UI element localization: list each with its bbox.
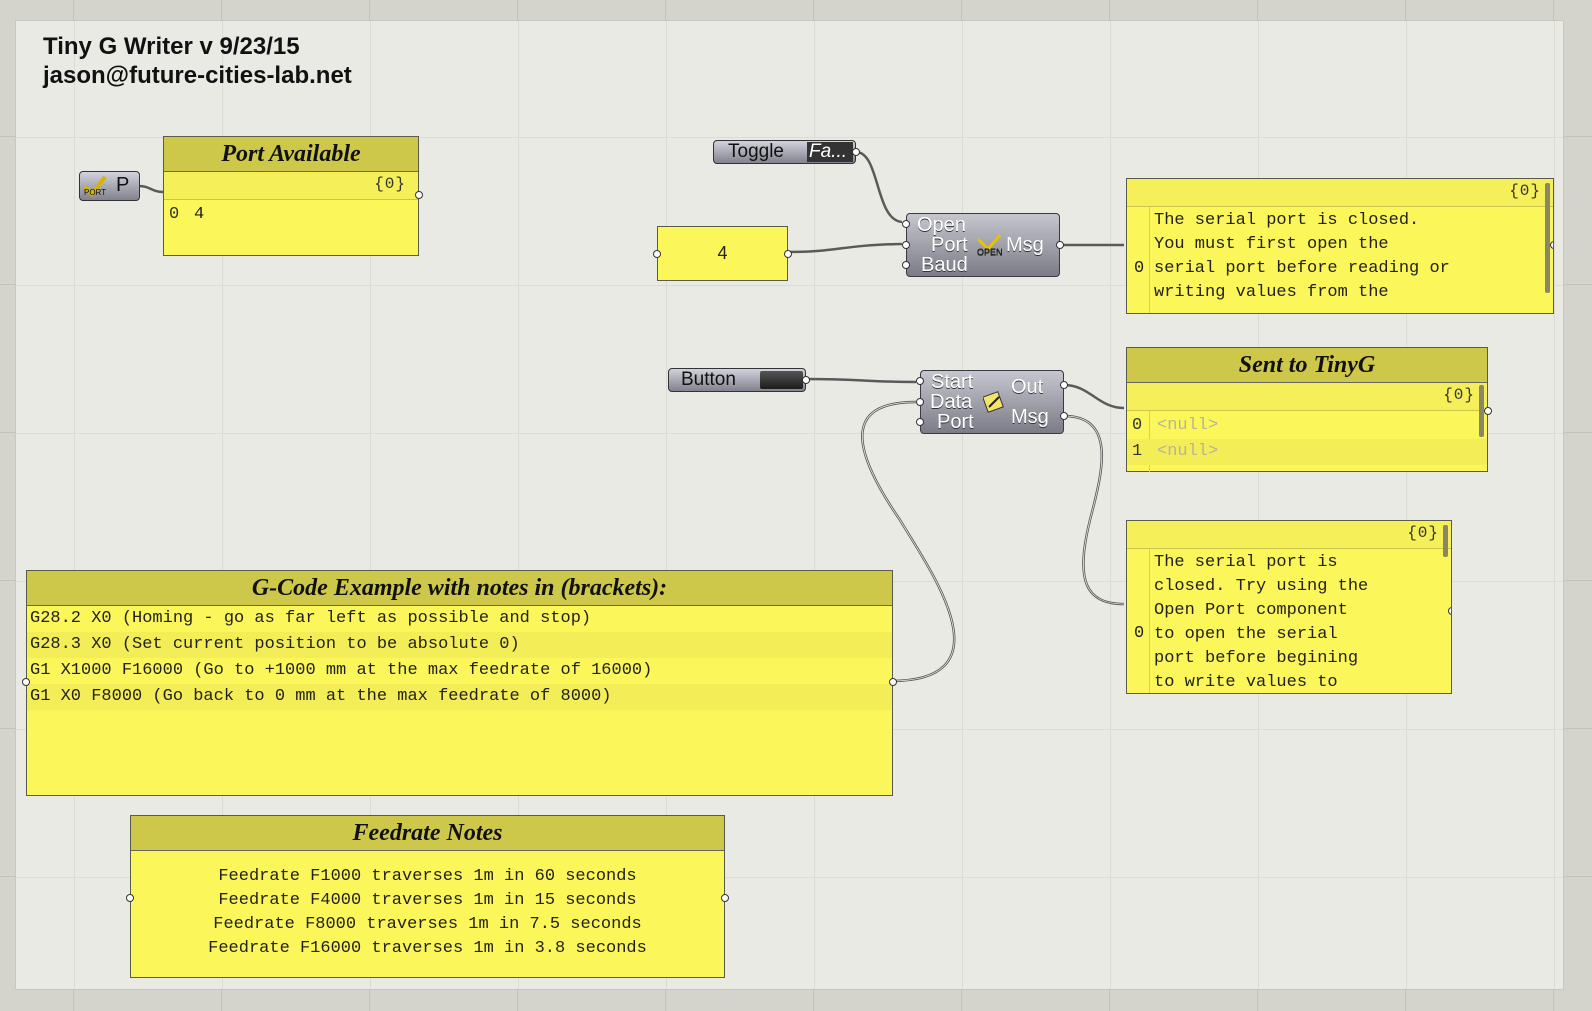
number-panel[interactable]: 4 — [653, 226, 792, 281]
open-input-open: Open — [917, 214, 966, 236]
port-available-header: Port Available — [164, 137, 418, 172]
sent-row: 0 <null> — [1132, 416, 1219, 435]
port-available-path: {0} — [164, 172, 418, 200]
open-msg-scrollbar[interactable] — [1545, 183, 1550, 293]
gcode-line: G1 X0 F8000 (Go back to 0 mm at the max … — [27, 684, 892, 710]
title-line-1: Tiny G Writer v 9/23/15 — [43, 33, 300, 60]
toggle-output[interactable] — [852, 148, 860, 156]
writer-in-1[interactable] — [916, 398, 924, 406]
svg-text:PORT: PORT — [84, 188, 106, 197]
gcode-line: G28.2 X0 (Homing - go as far left as pos… — [30, 609, 592, 628]
sent-path: {0} — [1127, 383, 1487, 411]
wire-button-to-start — [805, 377, 917, 384]
open-input-port: Port — [931, 234, 968, 256]
open-msg-panel[interactable]: {0} 0 The serial port is closed. You mus… — [1126, 178, 1554, 314]
open-output-msg: Msg — [1006, 234, 1044, 256]
sent-header: Sent to TinyG — [1127, 348, 1487, 383]
gcode-header: G-Code Example with notes in (brackets): — [27, 571, 892, 606]
feedrate-input[interactable] — [126, 894, 134, 902]
writer-input-start: Start — [931, 371, 974, 393]
writer-msg-path: {0} — [1127, 521, 1451, 549]
write-icon — [982, 391, 1005, 413]
writer-msg-text: The serial port is closed. Try using the… — [1154, 553, 1369, 692]
feedrate-output[interactable] — [721, 894, 729, 902]
number-input-port[interactable] — [653, 250, 661, 258]
wire-msg-to-panel — [1063, 414, 1125, 606]
open-input-baud: Baud — [921, 254, 968, 276]
number-value: 4 — [717, 243, 728, 263]
toggle-label: Toggle — [728, 141, 784, 162]
wire-toggle-to-open — [855, 150, 903, 224]
writer-msg-panel[interactable]: {0} 0 The serial port is closed. Try usi… — [1126, 520, 1452, 694]
button-label: Button — [681, 369, 736, 390]
open-port-in-0[interactable] — [902, 220, 910, 228]
writer-out-1[interactable] — [1060, 412, 1068, 420]
button-output[interactable] — [802, 376, 810, 384]
sent-scrollbar[interactable] — [1479, 385, 1484, 437]
gcode-input[interactable] — [22, 678, 30, 686]
svg-text:OPEN: OPEN — [977, 247, 1002, 257]
wire-number-to-port — [786, 242, 903, 254]
writer-out-0[interactable] — [1060, 381, 1068, 389]
writer-msg-output[interactable] — [1448, 607, 1451, 615]
sent-output[interactable] — [1484, 407, 1492, 415]
writer-msg-scrollbar[interactable] — [1443, 525, 1448, 557]
number-output-port[interactable] — [784, 250, 792, 258]
sent-row: 1 <null> — [1127, 439, 1487, 465]
wire-out-to-sent — [1063, 383, 1125, 410]
button[interactable]: Button — [668, 368, 810, 392]
gcode-line: G1 X1000 F16000 (Go to +1000 mm at the m… — [30, 661, 653, 680]
open-port-component[interactable]: Open Port Baud OPEN Msg — [902, 213, 1064, 277]
open-port-in-2[interactable] — [902, 261, 910, 269]
gcode-panel[interactable]: G-Code Example with notes in (brackets):… — [22, 570, 897, 796]
port-param-label: P — [116, 174, 130, 196]
gcode-line: G28.3 X0 (Set current position to be abs… — [27, 632, 892, 658]
open-msg-index: 0 — [1134, 259, 1145, 278]
port-available-panel[interactable]: Port Available {0} 0 4 — [163, 136, 423, 256]
gcode-output[interactable] — [889, 678, 897, 686]
feedrate-lines: Feedrate F1000 traverses 1m in 60 second… — [208, 867, 647, 958]
wire-port-to-panel — [138, 184, 164, 194]
writer-output-out: Out — [1011, 376, 1044, 398]
port-available-output[interactable] — [415, 191, 423, 199]
port-param[interactable]: PORT P — [79, 171, 140, 201]
port-check-icon: PORT — [83, 175, 107, 198]
canvas-title: Tiny G Writer v 9/23/15 jason@future-cit… — [43, 32, 352, 90]
open-msg-text: The serial port is closed. You must firs… — [1154, 211, 1450, 302]
writer-output-msg: Msg — [1011, 406, 1049, 428]
gcode-lines: G28.2 X0 (Homing - go as far left as pos… — [27, 606, 892, 710]
open-port-icon: OPEN — [976, 233, 1003, 257]
toggle-value[interactable]: Fa... — [807, 142, 853, 162]
sent-panel[interactable]: Sent to TinyG {0} 0 <null> 1 <null> — [1126, 347, 1492, 472]
writer-in-0[interactable] — [916, 377, 924, 385]
feedrate-header: Feedrate Notes — [131, 816, 724, 851]
writer-input-port: Port — [937, 411, 974, 433]
open-port-out[interactable] — [1056, 241, 1064, 249]
button-face[interactable] — [760, 371, 803, 389]
port-available-row: 0 4 — [169, 205, 205, 224]
writer-component[interactable]: Start Data Port Out Msg — [916, 370, 1068, 434]
title-line-2: jason@future-cities-lab.net — [43, 62, 352, 89]
toggle[interactable]: Toggle Fa... — [713, 140, 860, 164]
writer-msg-index: 0 — [1134, 624, 1145, 643]
writer-input-data: Data — [930, 391, 973, 413]
writer-in-2[interactable] — [916, 418, 924, 426]
open-port-in-1[interactable] — [902, 241, 910, 249]
open-msg-path: {0} — [1127, 179, 1553, 207]
feedrate-panel[interactable]: Feedrate Notes Feedrate F1000 traverses … — [126, 815, 729, 978]
open-msg-output[interactable] — [1550, 241, 1553, 249]
